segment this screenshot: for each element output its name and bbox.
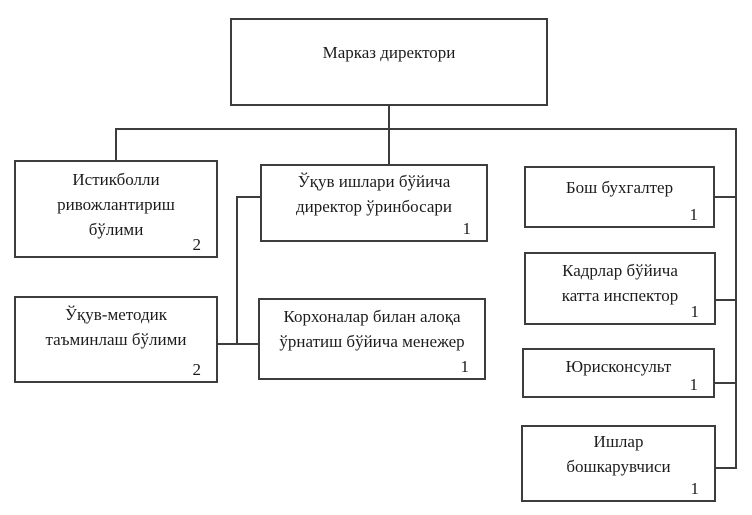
org-box-senior-hr-inspector: Кадрлар бўйича катта инспектор 1 [524,252,716,325]
org-box-label: Ўқув ишлари бўйича директор ўринбосари [296,172,452,216]
connector-right-trunk [735,128,737,469]
org-box-office-manager: Ишлар бошкарувчиси 1 [521,425,716,502]
connector-rail [115,128,737,130]
connector-middle-top [236,196,260,198]
org-box-label: Юрисконсульт [565,357,672,376]
org-box-label: Ўқув-методик таъминлаш бўлими [45,305,187,349]
org-box-prospective-development: Истикболли ривожлантириш бўлими 2 [14,160,218,258]
org-box-label: Корхоналар билан алоқа ўрнатиш бўйича ме… [279,307,465,351]
org-box-label: Истикболли ривожлантириш бўлими [57,170,175,239]
connector-left-drop [115,128,117,160]
staff-count: 1 [690,479,700,498]
staff-count: 2 [192,235,202,254]
org-box-methodical-supply: Ўқув-методик таъминлаш бўлими 2 [14,296,218,383]
org-box-enterprise-liaison-manager: Корхоналар билан алоқа ўрнатиш бўйича ме… [258,298,486,380]
org-box-deputy-director: Ўқув ишлари бўйича директор ўринбосари 1 [260,164,488,242]
connector-right-4 [716,467,737,469]
org-box-chief-accountant: Бош бухгалтер 1 [524,166,715,228]
connector-root-stem [388,106,390,164]
connector-middle-trunk [236,196,238,345]
org-box-label: Бош бухгалтер [565,178,674,197]
connector-right-3 [714,382,737,384]
org-box-legal-adviser: Юрисконсульт 1 [522,348,715,398]
staff-count: 1 [689,375,699,394]
staff-count: 1 [460,357,470,376]
staff-count: 1 [689,205,699,224]
org-box-label: Кадрлар бўйича катта инспектор [561,261,679,305]
connector-right-2 [716,299,737,301]
connector-middle-bottom [218,343,258,345]
org-box-director: Марказ директори [230,18,548,106]
staff-count: 1 [690,302,700,321]
staff-count: 1 [462,219,472,238]
connector-right-1 [714,196,737,198]
org-box-label: Ишлар бошкарувчиси [566,432,671,476]
org-box-label: Марказ директори [322,43,456,62]
staff-count: 2 [192,360,202,379]
